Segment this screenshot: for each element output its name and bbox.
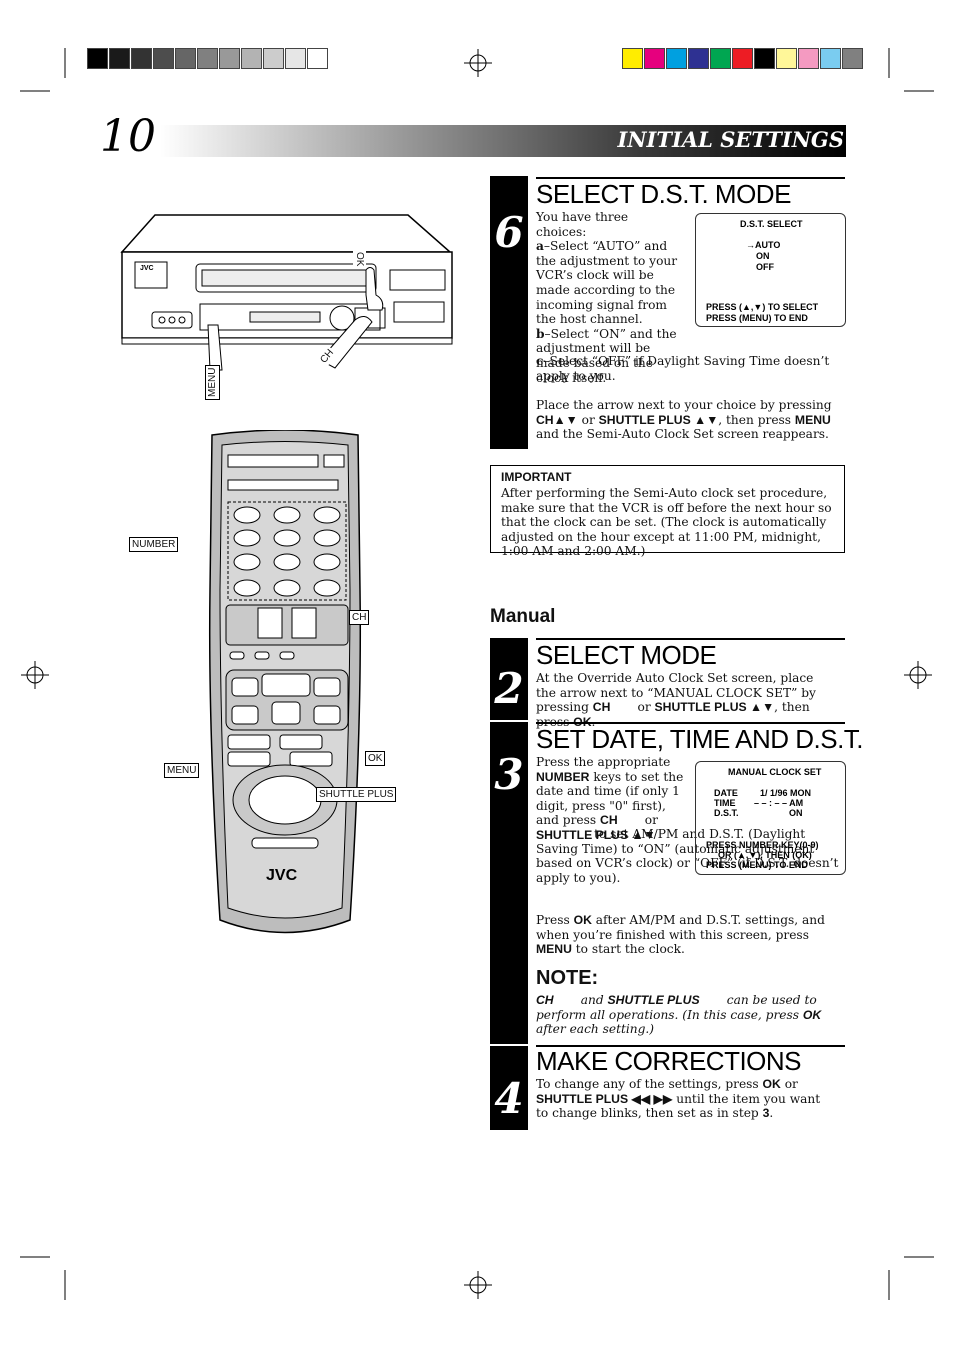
remote-brand: JVC [266,867,298,884]
registration-mark-left [21,661,49,689]
step4-body: To change any of the settings, press OK … [536,1077,821,1121]
important-box: IMPORTANT After performing the Semi-Auto… [490,465,845,558]
registration-mark-top [464,49,492,77]
step6-rule [536,177,845,179]
step4-title: MAKE CORRECTIONS [536,1046,802,1076]
registration-mark-bottom [464,1271,492,1299]
remote-number-label: NUMBER [129,537,179,552]
step3-body-b: to set AM/PM and D.S.T. (Daylight Saving… [536,827,839,885]
dst-select-screen: D.S.T. SELECT →AUTO ON OFF PRESS (▲,▼) T… [695,213,846,327]
color-swatch [732,48,753,69]
color-swatch [798,48,819,69]
step6-instructions: Place the arrow next to your choice by p… [536,398,832,442]
important-heading: IMPORTANT [501,470,572,484]
remote-illustration: JVC [208,430,362,934]
remote-ch-label: CH [349,610,370,625]
step3-rule [536,722,845,724]
vcr-brand: JVC [140,265,154,272]
note-heading: NOTE: [536,967,599,989]
step2-body: At the Override Auto Clock Set screen, p… [536,671,820,729]
remote-shuttle-label: SHUTTLE PLUS [316,787,397,802]
color-swatch [710,48,731,69]
step6-title: SELECT D.S.T. MODE [536,179,791,209]
gray-swatch [197,48,218,69]
gray-swatch [285,48,306,69]
color-swatch [666,48,687,69]
step3-body-a: Press the appropriate NUMBER keys to set… [536,755,688,842]
gray-swatch [307,48,328,69]
vcr-menu-label: MENU [205,364,220,400]
color-swatch [776,48,797,69]
step6-bar [490,176,528,449]
step4-rule [536,1045,845,1047]
step3-body-c: Press OK after AM/PM and D.S.T. settings… [536,913,825,957]
manual-clock-set-screen: MANUAL CLOCK SET DATE 1/ 1/96 MON TIME –… [695,761,846,875]
step6-body: You have three choices: a–Select “AUTO” … [536,210,678,385]
gray-swatch [87,48,108,69]
gray-swatch [175,48,196,69]
step6-option-c: c–Select “OFF” if Daylight Saving Time d… [536,354,830,383]
manual-heading: Manual [490,606,556,627]
note-text: CH and SHUTTLE PLUS can be used to perfo… [536,993,826,1037]
header-title: INITIAL SETTINGS (cont.) [617,127,844,184]
color-swatch [754,48,775,69]
page-number: 10 [100,111,156,162]
step3-number: 3 [494,750,524,799]
vcr-illustration: JVC [120,214,453,371]
step4-number: 4 [494,1074,524,1123]
registration-mark-right [904,661,932,689]
color-swatch [622,48,643,69]
gray-swatch [131,48,152,69]
vcr-ok-label: OK [353,250,366,269]
step2-bar [490,638,528,720]
gray-swatch [153,48,174,69]
color-swatch [688,48,709,69]
step2-title: SELECT MODE [536,640,717,670]
step3-title: SET DATE, TIME AND D.S.T. [536,724,864,754]
step2-number: 2 [494,664,524,713]
step4-bar [490,1046,528,1130]
color-swatch [644,48,665,69]
gray-swatch [263,48,284,69]
color-swatch [842,48,863,69]
gray-swatch [241,48,262,69]
gray-swatch [219,48,240,69]
step6-number: 6 [494,208,524,257]
color-swatch [820,48,841,69]
important-text: After performing the Semi-Auto clock set… [501,486,832,559]
step3-bar [490,722,528,1044]
gray-swatch [109,48,130,69]
remote-ok-label: OK [365,751,386,766]
step2-rule [536,638,845,640]
remote-menu-label: MENU [164,763,200,778]
header-gradient-bar [160,125,846,157]
